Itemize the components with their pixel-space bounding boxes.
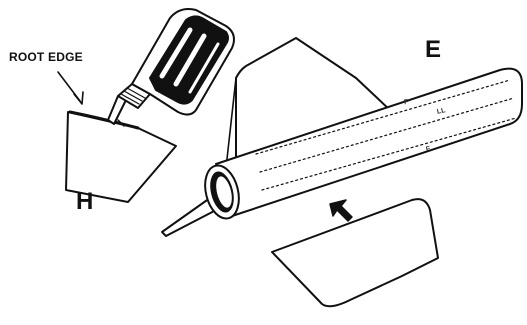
part-e-label: E (425, 38, 441, 62)
part-h-label: H (76, 190, 93, 214)
pointer-arrow-icon (330, 200, 352, 221)
loose-fin (272, 199, 438, 306)
root-edge-label: ROOT EDGE (9, 51, 83, 63)
attached-fin-root-line (226, 78, 236, 168)
glue-bottle-icon (108, 9, 234, 126)
